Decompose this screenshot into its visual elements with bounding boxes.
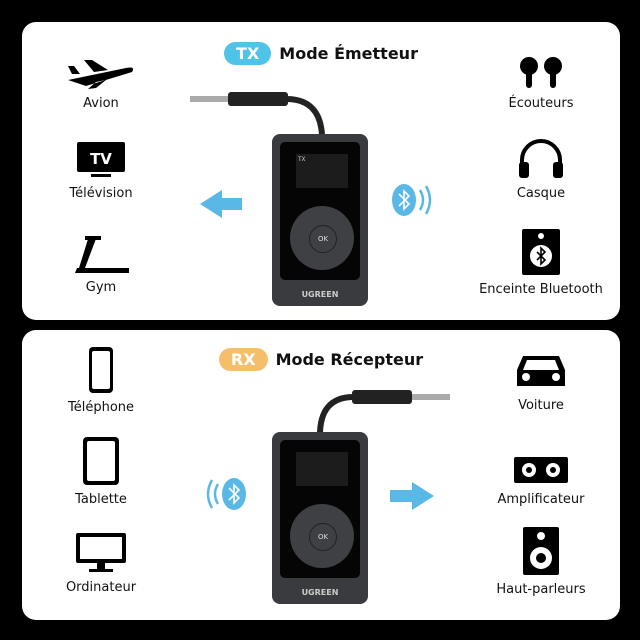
- car-icon: [517, 356, 565, 386]
- transmitter-device-rx: OK UGREEN: [272, 432, 368, 604]
- item-gym: Gym: [21, 232, 181, 295]
- rx-header: RX Mode Récepteur: [22, 348, 620, 371]
- transmitter-device-tx: TX OK UGREEN: [272, 134, 368, 306]
- oled-screen: TX: [296, 154, 348, 188]
- item-amplificateur: Amplificateur: [461, 456, 621, 507]
- item-ecouteurs: Écouteurs: [461, 56, 621, 111]
- speaker-icon: [523, 527, 559, 575]
- tv-icon: TV: [77, 142, 125, 177]
- label: Ordinateur: [65, 580, 137, 595]
- headphones-icon: [519, 139, 563, 178]
- item-avion: Avion: [21, 58, 181, 111]
- item-voiture: Voiture: [461, 350, 621, 413]
- amplifier-icon: [514, 457, 568, 483]
- rx-title: Mode Récepteur: [275, 350, 424, 369]
- tx-header: TX Mode Émetteur: [22, 42, 620, 65]
- bluetooth-speaker-icon: [522, 229, 560, 275]
- label: Tablette: [75, 492, 127, 507]
- earbuds-icon: [520, 57, 562, 88]
- label: Écouteurs: [508, 96, 574, 111]
- item-telephone: Téléphone: [21, 346, 181, 415]
- label: Amplificateur: [497, 492, 585, 507]
- control-wheel: OK: [290, 504, 354, 568]
- arrow-right-icon: [390, 482, 434, 510]
- label: Casque: [516, 186, 566, 201]
- ok-button: OK: [309, 523, 337, 551]
- arrow-left-icon: [200, 190, 242, 218]
- label: Gym: [85, 280, 117, 295]
- tx-title: Mode Émetteur: [279, 44, 418, 63]
- ok-button: OK: [309, 225, 337, 253]
- item-casque: Casque: [461, 138, 621, 201]
- control-wheel: OK: [290, 206, 354, 270]
- brand-logo: UGREEN: [301, 588, 339, 597]
- bluetooth-icon-tx: [392, 184, 432, 216]
- item-tablette: Tablette: [21, 436, 181, 507]
- label: Télévision: [69, 186, 133, 201]
- label: Téléphone: [67, 400, 135, 415]
- bluetooth-icon-rx: [206, 478, 246, 510]
- airplane-icon: [68, 60, 134, 89]
- rx-badge: RX: [218, 348, 268, 371]
- label: Enceinte Bluetooth: [479, 282, 603, 297]
- label: Avion: [83, 96, 119, 111]
- svg-text:TV: TV: [90, 150, 112, 168]
- item-television: TV Télévision: [21, 140, 181, 201]
- monitor-icon: [76, 533, 126, 572]
- item-enceinte: Enceinte Bluetooth: [461, 228, 621, 297]
- item-ordinateur: Ordinateur: [21, 532, 181, 595]
- label: Voiture: [518, 398, 564, 413]
- oled-screen: [296, 452, 348, 486]
- item-haut-parleurs: Haut-parleurs: [461, 526, 621, 597]
- label: Haut-parleurs: [496, 582, 586, 597]
- phone-icon: [89, 347, 113, 393]
- brand-logo: UGREEN: [301, 290, 339, 299]
- tx-badge: TX: [224, 42, 272, 65]
- tablet-icon: [83, 437, 119, 485]
- treadmill-icon: [75, 236, 129, 273]
